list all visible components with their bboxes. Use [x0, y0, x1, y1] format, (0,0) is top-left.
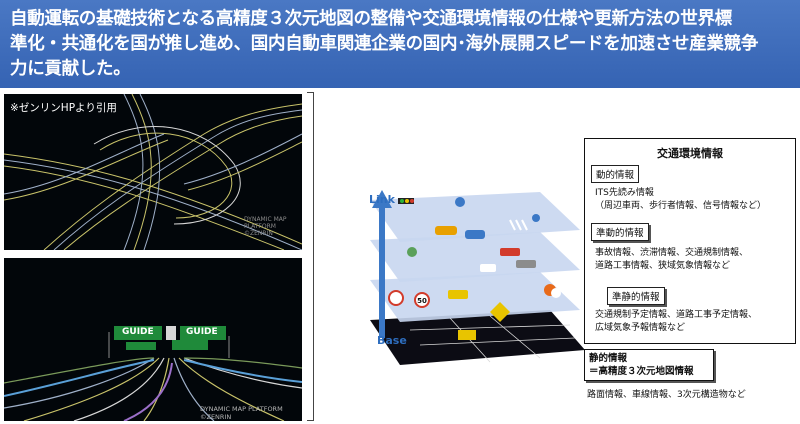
dynamic-info-line-1: ITS先読み情報 [595, 188, 654, 198]
car-icon-red [500, 248, 520, 256]
speed-limit-sign-icon [414, 292, 430, 308]
traffic-info-panel: 交通環境情報 動的情報 ITS先読み情報 （周辺車両、歩行者情報、信号情報など）… [584, 138, 796, 344]
header-line-3: 力に貢献した。 [10, 59, 131, 79]
semi-dynamic-layer [370, 232, 580, 282]
image-bracket [307, 92, 314, 421]
car-icon-taxi [448, 290, 468, 299]
header-banner: 自動運転の基礎技術となる高精度３次元地図の整備や交通環境情報の仕様や更新方法の世… [0, 0, 800, 88]
static-info-box: 静的情報 ＝高精度３次元地図情報 [584, 349, 714, 381]
interchange-map-image: ※ゼンリンHPより引用 DYNAMIC MAP PLATFORM©ZENRIN [4, 94, 302, 250]
semi-dynamic-info-line-2: 道路工事情報、狭域気象情報など [595, 261, 731, 271]
semi-dynamic-info-tag: 準動的情報 [591, 223, 649, 241]
guide-sign-label-1: GUIDE [122, 327, 154, 337]
static-info-subtitle: ＝高精度３次元地図情報 [589, 366, 694, 377]
construction-sign-icon [490, 302, 510, 322]
cyclist-icon [455, 197, 465, 207]
no-entry-sign-icon [388, 290, 404, 306]
base-label: Base [377, 334, 407, 347]
base-layer [370, 310, 585, 365]
header-line-2: 準化・共通化を国が推し進め、国内自動車関連企業の国内･海外展開スピードを加速させ… [10, 34, 759, 54]
speed-limit-value: 50 [417, 297, 427, 305]
dynamic-map-layers-diagram: 50 [370, 190, 585, 365]
car-icon-white [480, 264, 496, 272]
semi-static-layer [370, 272, 580, 322]
semi-dynamic-info-line-1: 事故情報、渋滞情報、交通規制情報、 [595, 248, 749, 258]
dynamic-info-line-2: （周辺車両、歩行者情報、信号情報など） [595, 201, 767, 211]
semi-static-info-line-2: 広域気象予報情報など [595, 323, 686, 333]
source-caption: ※ゼンリンHPより引用 [10, 102, 117, 114]
arrow-head [372, 190, 392, 208]
car-icon-gray [516, 260, 536, 268]
car-icon-yellow [435, 226, 457, 235]
header-line-1: 自動運転の基礎技術となる高精度３次元地図の整備や交通環境情報の仕様や更新方法の世… [10, 9, 732, 29]
top-watermark: DYNAMIC MAP PLATFORM©ZENRIN [244, 216, 287, 237]
static-info-desc: 路面情報、車線情報、3次元構造物など [587, 390, 746, 400]
crosswalk-icon [509, 219, 528, 231]
interchange-lines [4, 94, 302, 250]
semi-static-info-tag: 準静的情報 [607, 287, 665, 305]
guide-sign-label-2: GUIDE [186, 327, 218, 337]
road-view-image: GUIDE GUIDE DYNAMIC MAP PLATFORM©ZENRIN [4, 258, 302, 421]
dynamic-info-tag: 動的情報 [591, 165, 640, 183]
link-label: Link [369, 193, 395, 206]
static-info-title: 静的情報 [589, 353, 628, 364]
bottom-credit: DYNAMIC MAP PLATFORM©ZENRIN [200, 405, 283, 421]
semi-static-info-line-1: 交通規制予定情報、道路工事予定情報、 [595, 310, 758, 320]
pedestrian-icon [532, 214, 540, 222]
road-view-lines [4, 326, 302, 421]
weather-icon [407, 247, 417, 257]
panel-title: 交通環境情報 [657, 147, 723, 160]
car-icon-blue [465, 230, 485, 239]
